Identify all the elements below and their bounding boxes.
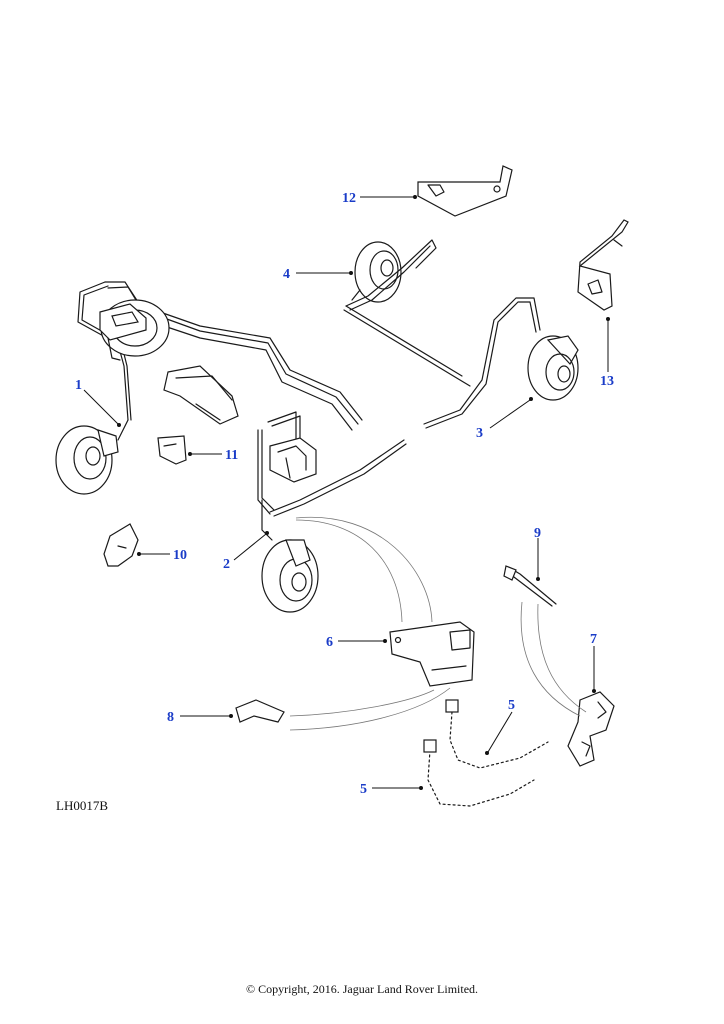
leader-lines bbox=[83, 195, 610, 790]
callout-6: 6 bbox=[326, 635, 333, 650]
part-13-bracket bbox=[577, 219, 629, 311]
abs-valve-block bbox=[269, 437, 317, 483]
part-5-hose-upper bbox=[445, 699, 549, 769]
callout-10: 10 bbox=[173, 548, 187, 563]
callout-5-upper: 5 bbox=[508, 698, 515, 713]
part-11-bracket bbox=[157, 435, 187, 465]
callout-13: 13 bbox=[600, 374, 614, 389]
brake-pipe-network bbox=[77, 239, 541, 541]
part-8-clip bbox=[235, 699, 285, 723]
pipe-manifold bbox=[163, 365, 239, 425]
callout-4: 4 bbox=[283, 267, 290, 282]
part-3-brake-disc bbox=[527, 335, 579, 401]
callout-2: 2 bbox=[223, 557, 230, 572]
part-10-clip bbox=[103, 523, 139, 567]
copyright-notice: © Copyright, 2016. Jaguar Land Rover Lim… bbox=[245, 982, 479, 996]
part-1-brake-disc bbox=[55, 419, 129, 495]
association-lines bbox=[289, 516, 587, 731]
callout-labels: 12 4 13 1 3 11 10 2 9 6 7 8 5 5 bbox=[75, 191, 614, 797]
callout-3: 3 bbox=[476, 426, 483, 441]
callout-8: 8 bbox=[167, 710, 174, 725]
part-7-bracket bbox=[567, 691, 615, 767]
callout-9: 9 bbox=[534, 526, 541, 541]
callout-5-lower: 5 bbox=[360, 782, 367, 797]
part-9-bolt bbox=[503, 565, 557, 607]
part-4-brake-disc bbox=[351, 241, 402, 303]
part-12-bracket bbox=[417, 165, 513, 217]
part-2-brake-disc bbox=[261, 539, 319, 613]
master-cylinder-booster bbox=[99, 299, 170, 361]
callout-12: 12 bbox=[342, 191, 356, 206]
callout-7: 7 bbox=[590, 632, 597, 647]
part-6-bracket bbox=[389, 621, 475, 687]
part-5-hose-lower bbox=[423, 739, 535, 807]
callout-11: 11 bbox=[225, 448, 238, 463]
callout-1: 1 bbox=[75, 378, 82, 393]
diagram-reference-code: LH0017B bbox=[56, 798, 108, 813]
